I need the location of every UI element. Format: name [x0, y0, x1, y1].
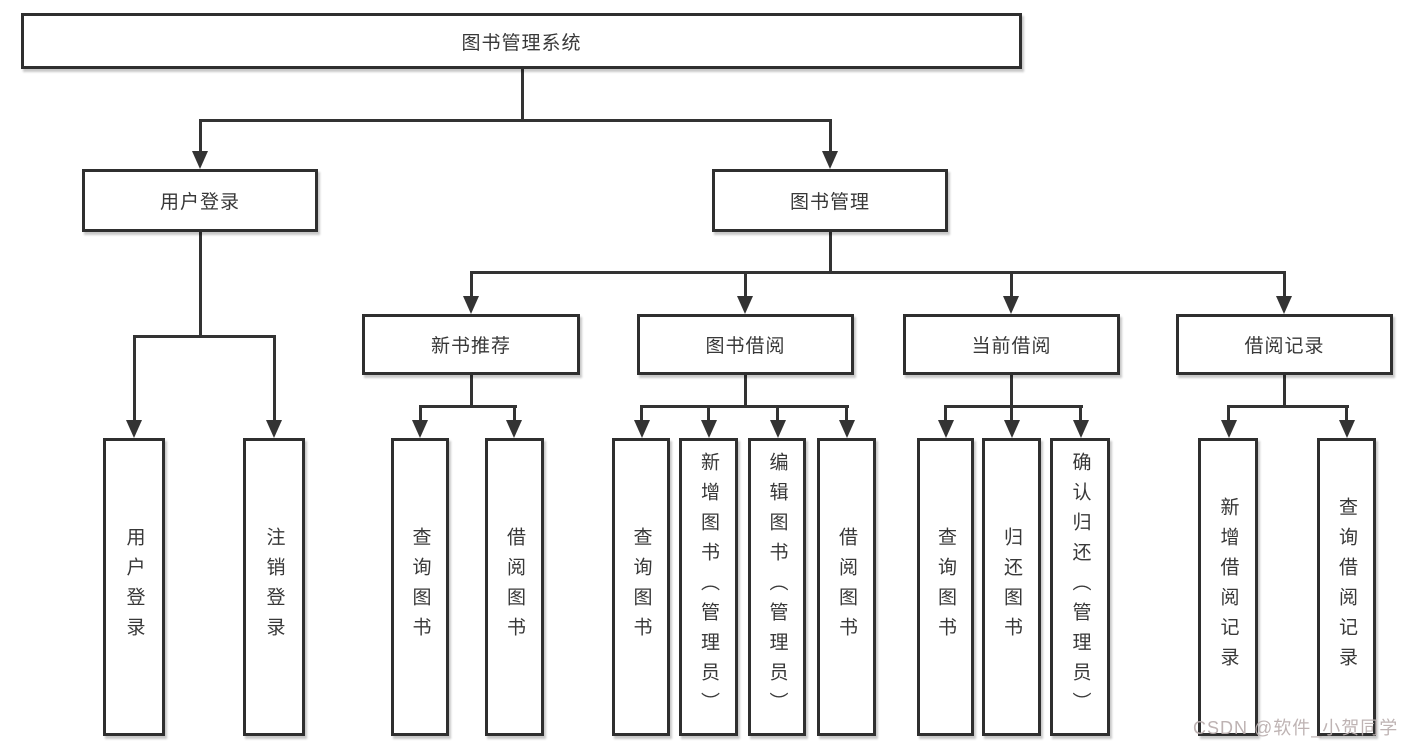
edge-vertical	[199, 232, 202, 338]
node-label: 借阅图书	[836, 527, 857, 647]
arrowhead-down-icon	[737, 296, 753, 314]
edge-horizontal	[1227, 405, 1349, 408]
node-label: 用户登录	[123, 527, 145, 647]
edge-vertical	[744, 375, 747, 408]
node-borrowing-records: 借阅记录	[1176, 314, 1393, 375]
leaf-records-add-borrow-record: 新增借阅记录	[1198, 438, 1258, 736]
edge-horizontal	[640, 405, 849, 408]
edge-vertical	[133, 335, 136, 423]
edge-vertical	[1283, 271, 1286, 299]
edge-vertical	[1010, 375, 1013, 408]
edge-horizontal	[133, 335, 276, 338]
node-new-book-recommendation: 新书推荐	[362, 314, 580, 375]
leaf-logout: 注销登录	[243, 438, 305, 736]
leaf-user-login: 用户登录	[103, 438, 165, 736]
edge-horizontal	[199, 119, 832, 122]
edge-vertical	[1079, 405, 1082, 423]
node-book-management: 图书管理	[712, 169, 948, 232]
edge-vertical	[776, 405, 779, 423]
arrowhead-down-icon	[938, 420, 954, 438]
leaf-recommend-query-book: 查询图书	[391, 438, 449, 736]
edge-horizontal	[470, 271, 1286, 274]
edge-vertical	[513, 405, 516, 423]
csdn-watermark: CSDN @软件_小贺同学	[1193, 718, 1399, 738]
node-label: 查询图书	[409, 527, 431, 647]
leaf-current-return-book: 归还图书	[982, 438, 1041, 736]
arrowhead-down-icon	[1221, 420, 1237, 438]
leaf-borrowing-edit-book-admin: 编辑图书（管理员）	[748, 438, 806, 736]
arrowhead-down-icon	[701, 420, 717, 438]
arrowhead-down-icon	[1276, 296, 1292, 314]
arrowhead-down-icon	[1003, 296, 1019, 314]
edge-vertical	[744, 271, 747, 299]
edge-vertical	[640, 405, 643, 423]
leaf-recommend-borrow-book: 借阅图书	[485, 438, 544, 736]
edge-vertical	[829, 232, 832, 274]
node-label: 注销登录	[263, 527, 285, 647]
arrowhead-down-icon	[1004, 420, 1020, 438]
edge-vertical	[419, 405, 422, 423]
node-label: 查询借阅记录	[1336, 497, 1357, 677]
edge-vertical	[707, 405, 710, 423]
node-label: 借阅图书	[504, 527, 525, 647]
arrowhead-down-icon	[266, 420, 282, 438]
arrowhead-down-icon	[126, 420, 142, 438]
node-label: 图书借阅	[705, 336, 786, 357]
edge-vertical	[1010, 405, 1013, 423]
node-label: 归还图书	[1001, 527, 1022, 647]
arrowhead-down-icon	[770, 420, 786, 438]
arrowhead-down-icon	[839, 420, 855, 438]
leaf-records-query-borrow-record: 查询借阅记录	[1317, 438, 1376, 736]
node-label: 编辑图书（管理员）	[766, 452, 788, 722]
node-label: 图书管理系统	[461, 32, 582, 54]
node-label: 新书推荐	[430, 336, 511, 357]
node-label: 查询图书	[630, 527, 652, 647]
edge-vertical	[1227, 405, 1230, 423]
arrowhead-down-icon	[412, 420, 428, 438]
arrowhead-down-icon	[1339, 420, 1355, 438]
edge-vertical	[521, 66, 524, 121]
node-book-borrowing: 图书借阅	[637, 314, 854, 375]
leaf-current-confirm-return-admin: 确认归还（管理员）	[1050, 438, 1110, 736]
node-label: 用户登录	[159, 192, 240, 213]
node-label: 当前借阅	[971, 336, 1052, 357]
edge-vertical	[1283, 375, 1286, 408]
arrowhead-down-icon	[506, 420, 522, 438]
edge-vertical	[829, 119, 832, 155]
edge-vertical	[1010, 271, 1013, 299]
node-label: 借阅记录	[1244, 336, 1325, 357]
edge-vertical	[944, 405, 947, 423]
arrowhead-down-icon	[1073, 420, 1089, 438]
node-current-borrowing: 当前借阅	[903, 314, 1120, 375]
edge-horizontal	[944, 405, 1083, 408]
arrowhead-down-icon	[192, 151, 208, 169]
leaf-borrowing-borrow-book: 借阅图书	[817, 438, 876, 736]
edge-vertical	[470, 271, 473, 299]
edge-vertical	[845, 405, 848, 423]
edge-vertical	[199, 119, 202, 155]
arrowhead-down-icon	[634, 420, 650, 438]
node-label: 新增图书（管理员）	[698, 452, 719, 722]
edge-vertical	[470, 375, 473, 408]
node-label: 查询图书	[935, 527, 956, 647]
arrowhead-down-icon	[822, 151, 838, 169]
leaf-current-query-book: 查询图书	[917, 438, 974, 736]
edge-vertical	[1345, 405, 1348, 423]
edge-horizontal	[419, 405, 517, 408]
node-user-login: 用户登录	[82, 169, 318, 232]
leaf-borrowing-add-book-admin: 新增图书（管理员）	[679, 438, 738, 736]
node-label: 确认归还（管理员）	[1069, 452, 1091, 722]
leaf-borrowing-query-book: 查询图书	[612, 438, 670, 736]
arrowhead-down-icon	[463, 296, 479, 314]
node-label: 新增借阅记录	[1217, 497, 1239, 677]
node-library-management-system: 图书管理系统	[21, 13, 1022, 69]
edge-vertical	[273, 335, 276, 423]
node-label: 图书管理	[789, 192, 870, 213]
